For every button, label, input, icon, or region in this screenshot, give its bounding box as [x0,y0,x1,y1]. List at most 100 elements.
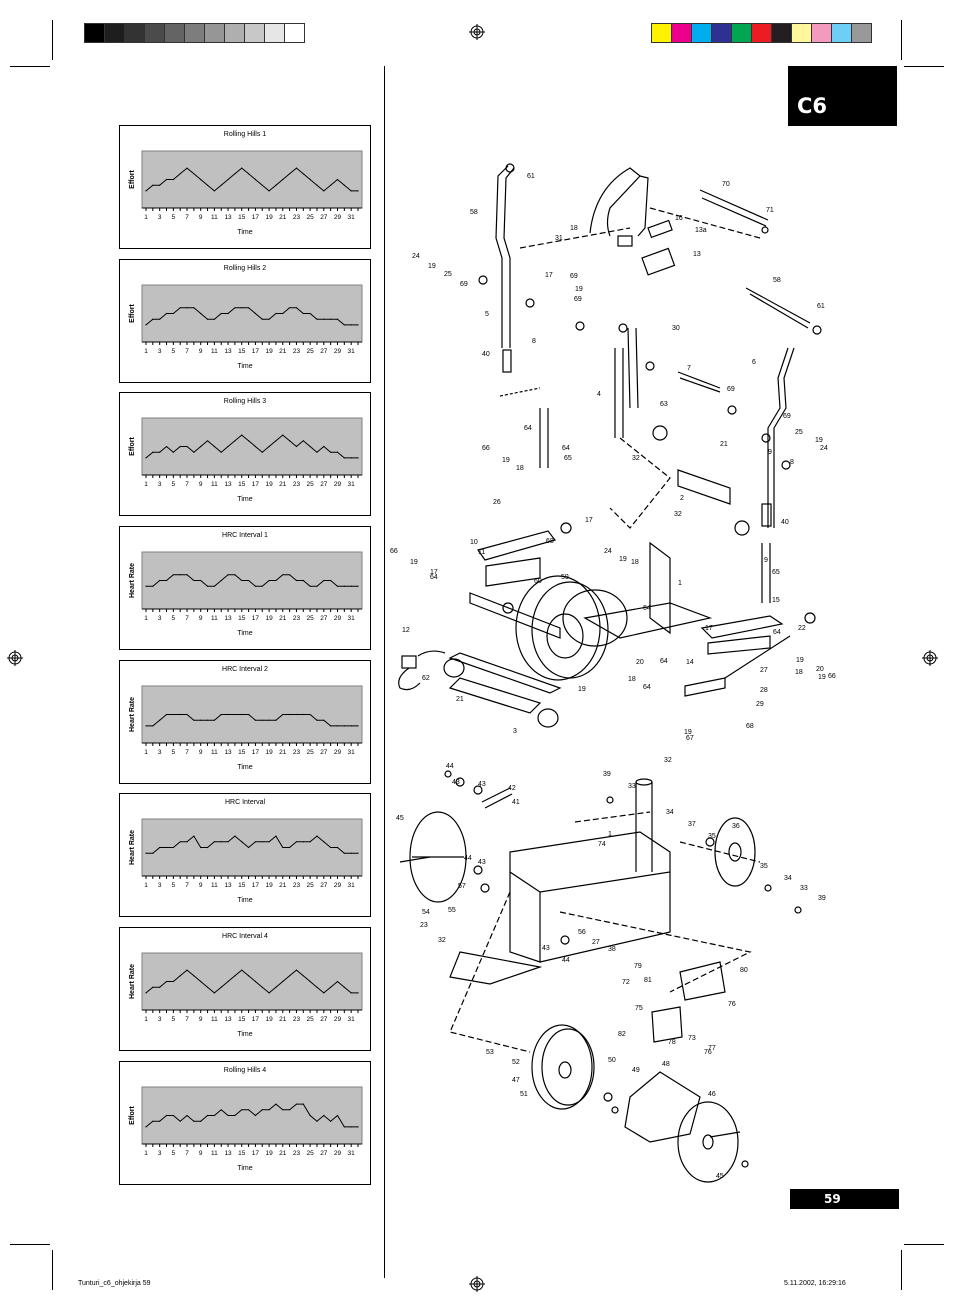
chart-x-tick-label: 17 [252,615,260,622]
chart-data-point [343,986,345,988]
chart-data-point [247,579,250,582]
part-callout-label: 35 [760,863,768,870]
chart-x-tick-label: 1 [144,1150,148,1157]
chart-data-point [247,307,250,309]
part-callout-label: 58 [773,277,781,284]
part-callout-label: 1 [608,831,612,838]
chart-data-point [302,440,304,442]
section-tab: C6 [788,66,897,126]
chart-x-tick-label: 29 [334,348,342,355]
chart-data-point [179,445,181,448]
chart-x-tick-label: 15 [238,214,246,221]
part-callout-label: 13a [695,227,707,234]
chart-x-tick-label: 23 [293,214,301,221]
chart-x-tick-label: 13 [224,1016,232,1023]
chart-x-tick-label: 21 [279,1150,287,1157]
chart-data-point [343,852,345,854]
part-callout-label: 35 [708,833,716,840]
part-callout-label: 4 [597,391,601,398]
part-callout-label: 5 [485,311,489,318]
chart-y-axis-label: Heart Rate [129,563,136,598]
part-callout-label: 61 [817,303,825,310]
chart-x-axis-label: Time [237,1165,252,1172]
chart-title: Rolling Hills 2 [224,265,267,272]
chart-data-point [145,457,147,459]
chart-data-point [323,318,325,320]
chart-data-point [241,1109,243,1111]
part-callout-label: 58 [470,209,478,216]
chart-x-tick-label: 25 [307,1016,315,1023]
chart-x-tick-label: 27 [320,882,328,889]
chart-x-tick-label: 3 [158,749,162,756]
chart-data-point [289,1109,291,1111]
part-callout-label: 18 [795,669,803,676]
chart-x-tick-label: 13 [224,481,232,488]
chart-data-point [282,846,284,849]
column-divider [384,66,385,1278]
part-callout-label: 49 [632,1067,640,1074]
chart-data-point [357,190,359,192]
chart-data-point [323,841,325,843]
chart-data-point [165,846,168,849]
color-swatch [852,24,871,42]
chart-x-tick-label: 19 [265,749,273,756]
chart-x-tick-label: 7 [185,214,189,221]
chart-x-tick-label: 11 [211,615,218,622]
chart-data-point [316,318,318,320]
chart-x-tick-label: 9 [199,481,203,488]
part-callout-label: 46 [708,1091,716,1098]
chart-data-point [234,1114,236,1117]
chart-x-tick-label: 17 [252,882,260,889]
chart-data-point [302,841,304,843]
chart-data-point [282,980,284,983]
part-callout-label: 80 [740,967,748,974]
chart-x-tick-label: 7 [185,481,189,488]
chart-x-tick-label: 15 [238,749,246,756]
chart-plot-area [141,150,363,209]
gray-swatch [265,24,285,42]
color-swatch [732,24,752,42]
chart-data-point [254,980,257,983]
chart-x-tick-label: 25 [307,615,315,622]
chart-x-tick-label: 27 [320,481,328,488]
chart-data-point [200,178,202,181]
chart-x-tick-label: 1 [144,882,148,889]
crop-mark [10,1244,50,1245]
chart-data-point [152,451,154,453]
part-callout-label: 17 [585,517,593,524]
chart-data-point [186,307,188,309]
chart-data-point [179,307,181,309]
chart-data-point [282,1109,284,1111]
color-swatch [712,24,732,42]
chart-data-point [343,324,345,326]
chart-series-line [145,167,358,192]
part-callout-label: 31 [555,235,563,242]
chart-data-point [289,440,291,442]
part-callout-label: 52 [512,1059,520,1066]
chart-data-point [227,980,229,983]
chart-data-point [172,713,174,716]
part-callout-label: 22 [798,625,806,632]
chart-x-tick-label: 9 [199,214,203,221]
chart-data-point [165,579,168,582]
chart-x-tick-label: 3 [158,1150,162,1157]
crop-mark [52,20,53,60]
chart-data-point [179,713,181,716]
chart-data-point [336,846,339,849]
chart-data-point [275,184,277,186]
part-callout-label: 21 [720,441,728,448]
part-callout-label: 66 [390,548,398,555]
chart-x-tick-label: 21 [279,348,287,355]
chart-data-point [254,1114,257,1117]
chart-data-point [152,585,154,587]
chart-x-tick-label: 23 [293,882,301,889]
footer-filename: Tunturi_c6_ohjekirja 59 [78,1280,151,1287]
chart-data-point [350,725,352,727]
part-callout-label: 72 [622,979,630,986]
chart-data-point [200,312,202,315]
chart-x-axis-label: Time [237,1031,252,1038]
